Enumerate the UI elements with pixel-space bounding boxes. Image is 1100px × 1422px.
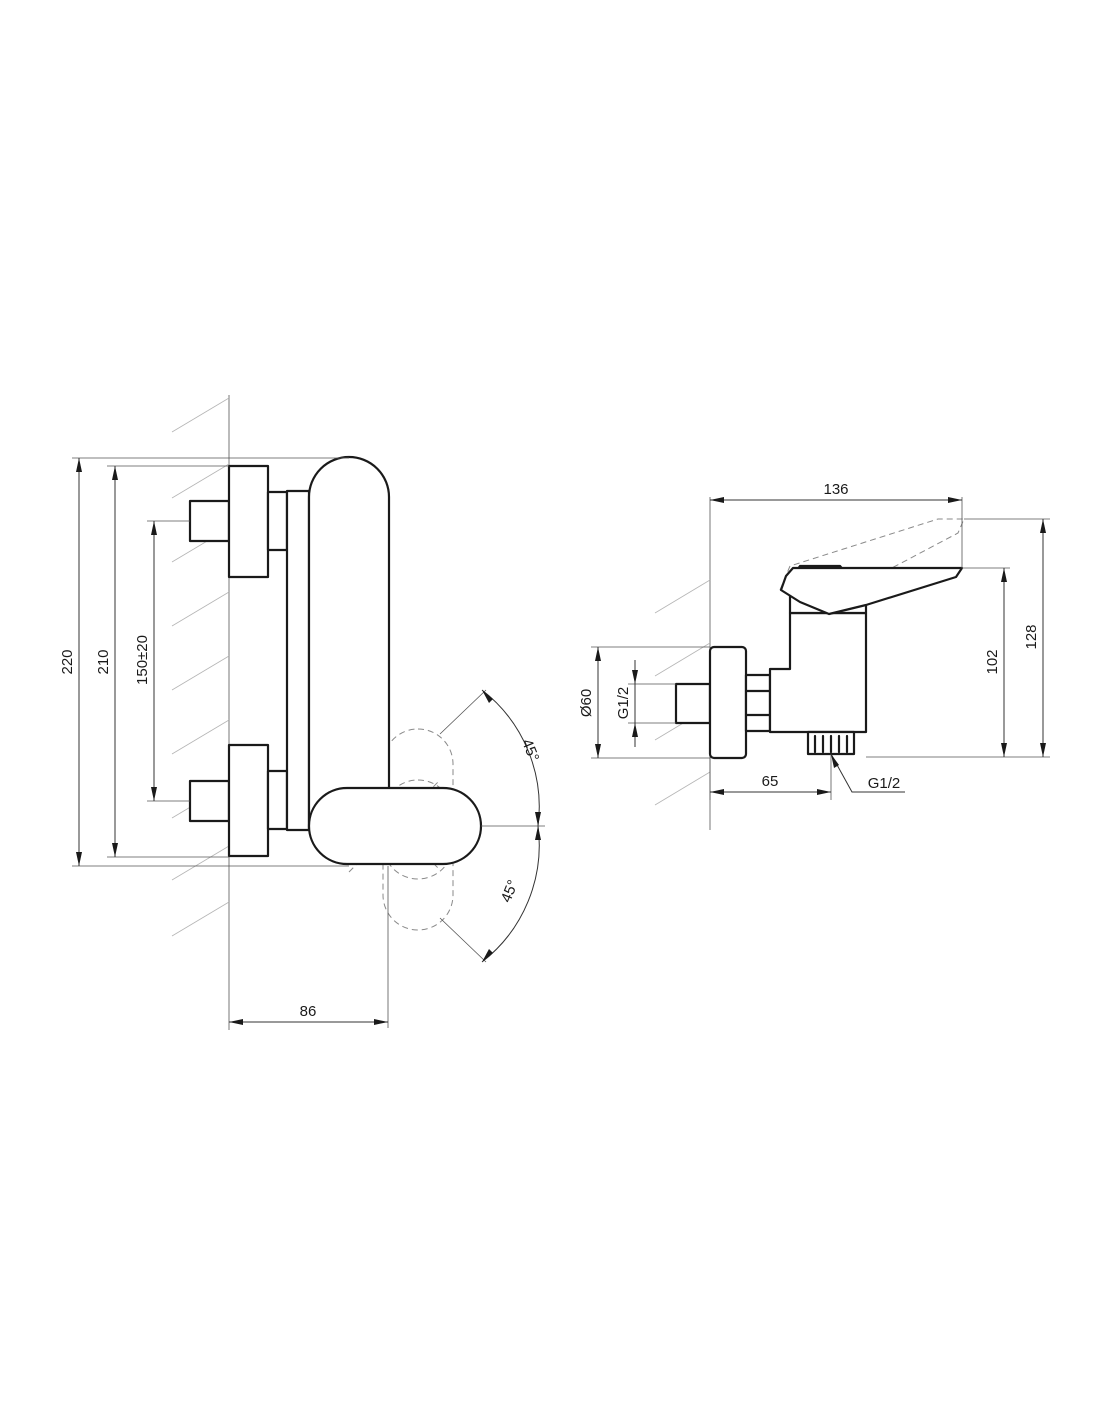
- mixer-body: [307, 455, 391, 830]
- dim-lever-height: 128: [1023, 624, 1040, 649]
- front-wall-hatching: [171, 397, 230, 937]
- side-rosette: [708, 645, 748, 760]
- lower-rosette: [227, 743, 270, 858]
- mixer-lever: [307, 786, 483, 866]
- side-inlet-stub: [674, 682, 712, 725]
- dim-body-height: 210: [95, 649, 112, 674]
- side-lever-ghost: [779, 518, 965, 607]
- lower-eccentric-stub: [188, 779, 231, 823]
- upper-eccentric-stub: [188, 499, 231, 543]
- dim-outlet-thread: G1/2: [868, 775, 901, 792]
- side-lever: [779, 566, 964, 616]
- dim-body-height-side: 102: [984, 649, 1001, 674]
- side-mixer-body: [768, 611, 868, 734]
- dim-lever-angle-down: 45°: [498, 878, 522, 905]
- leader-outlet-thread: [830, 753, 905, 793]
- angle-arc-up: [481, 689, 540, 827]
- dim-outlet-offset: 65: [762, 773, 779, 790]
- dim-inlet-spacing: 150±20: [134, 635, 151, 685]
- lower-nut: [266, 769, 289, 831]
- side-nut: [744, 673, 772, 733]
- dim-lever-angle-up: 45°: [518, 737, 542, 764]
- upper-nut: [266, 490, 289, 552]
- dim-rosette-diameter: Ø60: [578, 689, 595, 717]
- dim-total-depth: 136: [823, 481, 848, 498]
- front-view: 220 210 150±20 86 45° 45°: [59, 395, 545, 1030]
- angle-arc-down: [481, 825, 540, 963]
- dim-depth: 86: [300, 1003, 317, 1020]
- dim-inlet-thread: G1/2: [615, 687, 632, 720]
- dim-overall-height: 220: [59, 649, 76, 674]
- side-view: 136 128 102 Ø60 G1/2 65 G1/2: [578, 481, 1050, 830]
- upper-rosette: [227, 464, 270, 579]
- mixer-backplate: [285, 489, 311, 832]
